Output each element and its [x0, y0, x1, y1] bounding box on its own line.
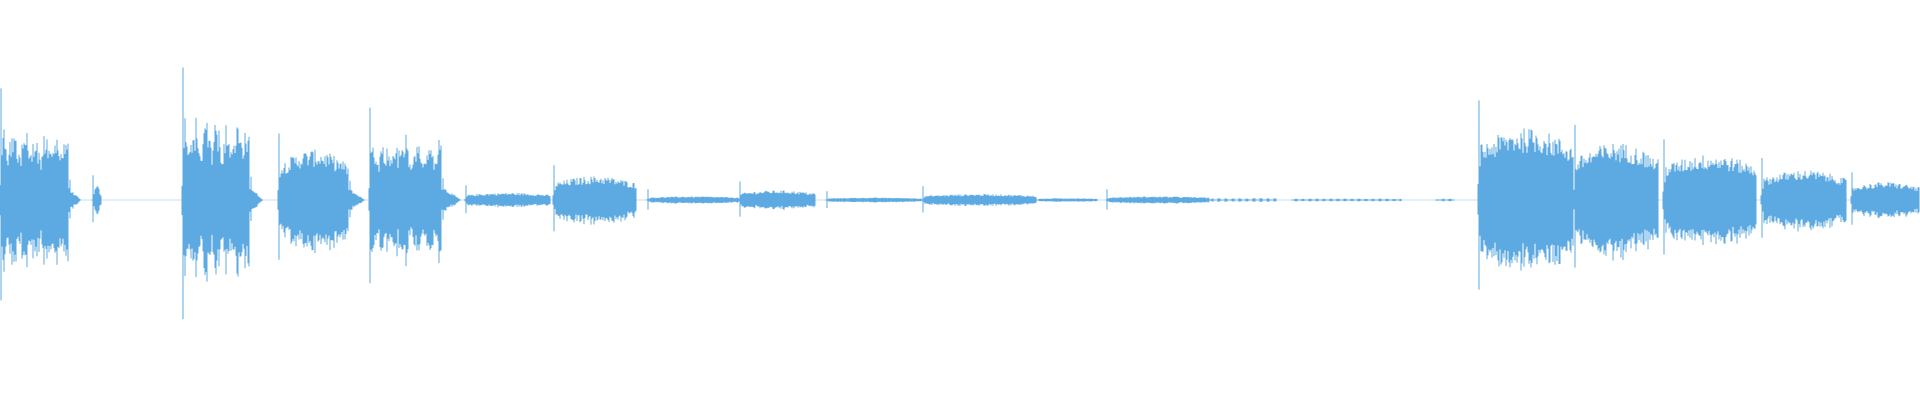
waveform-path: [0, 117, 1920, 282]
waveform-transients: [0, 67, 1853, 320]
